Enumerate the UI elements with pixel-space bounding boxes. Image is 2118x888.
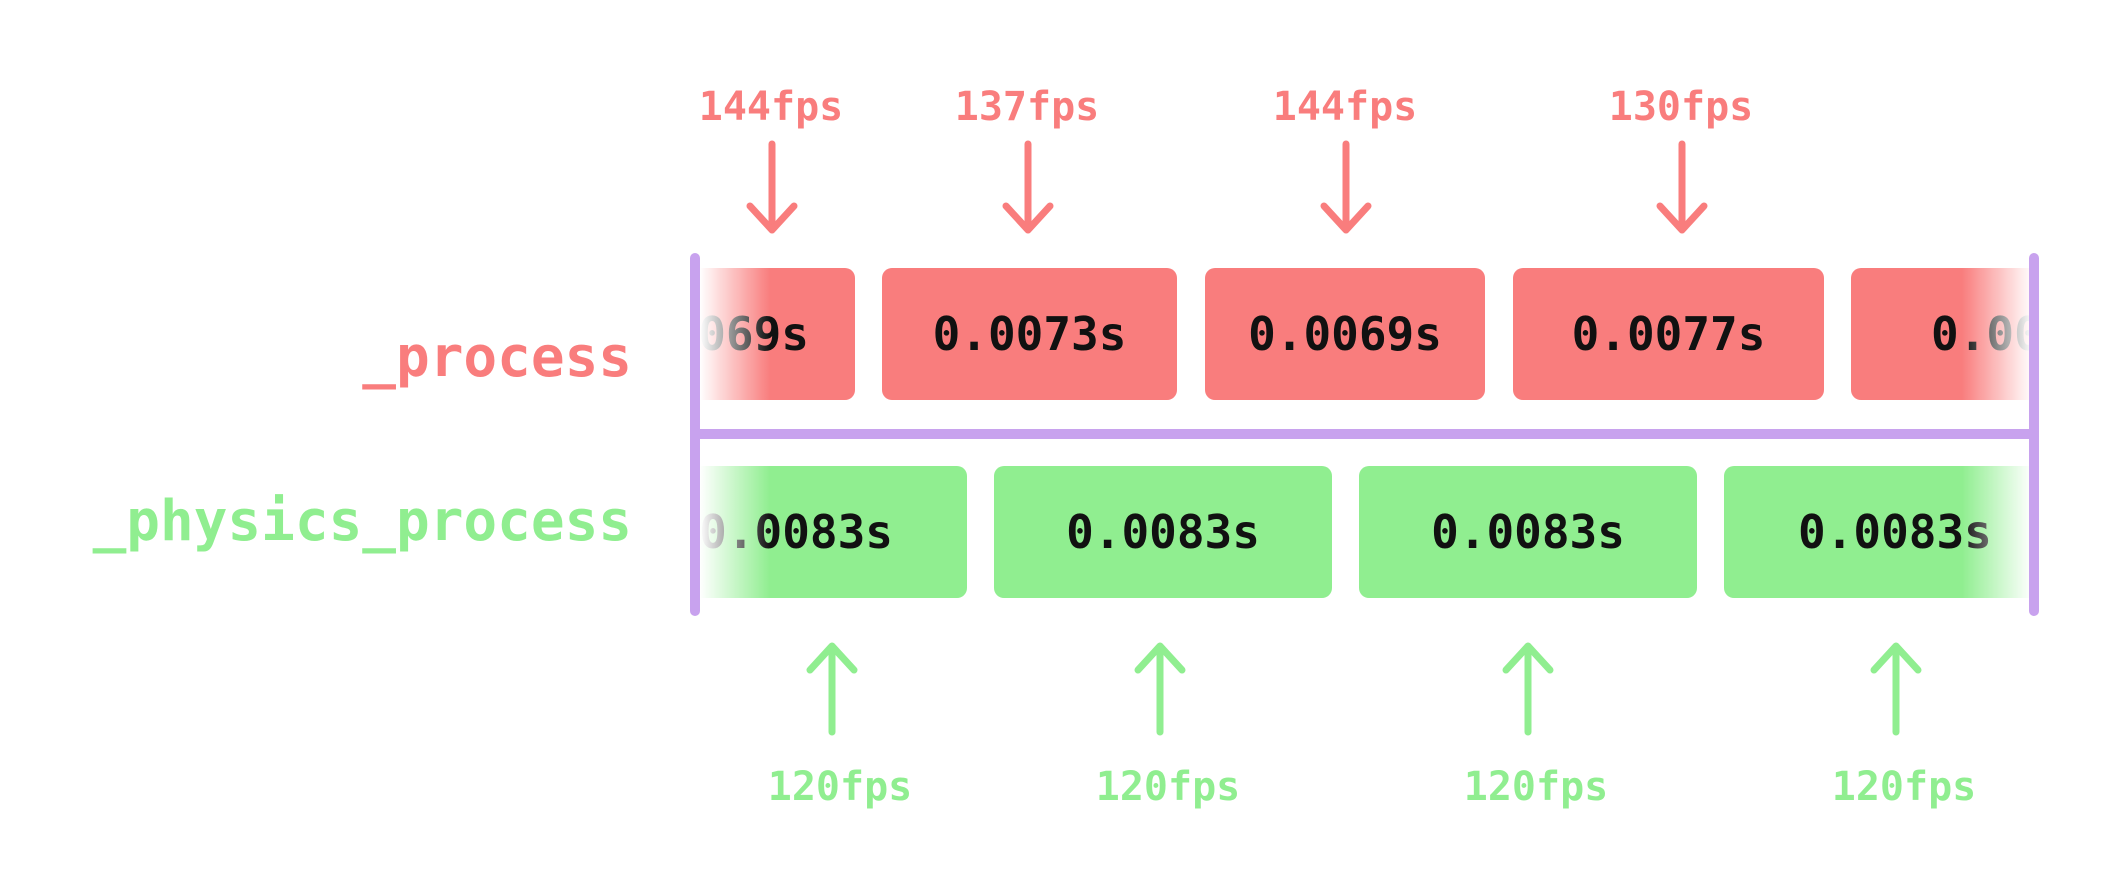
physics-fps-label: 120fps <box>1095 764 1241 810</box>
physics-fps-label: 120fps <box>1831 764 1977 810</box>
physics-row-label: _physics_process <box>92 489 632 554</box>
physics-frame-block: 0.0083s <box>1724 466 2032 598</box>
physics-frame-block: 0.0083s <box>994 466 1332 598</box>
process-frame-duration: 0.0073s <box>932 307 1127 361</box>
physics-track: 0.0083s 0.0083s 0.0083s 0.0083s <box>700 466 2032 598</box>
process-frame-block: 0.0073s <box>882 268 1177 400</box>
process-frame-duration: 0.0077s <box>1571 307 1766 361</box>
physics-frame-block: 0.0083s <box>700 466 967 598</box>
physics-fps-label: 120fps <box>767 764 913 810</box>
down-arrow-icon <box>1320 140 1372 234</box>
physics-fps-label: 120fps <box>1463 764 1609 810</box>
process-fps-label: 130fps <box>1608 84 1754 130</box>
process-fps-label: 137fps <box>954 84 1100 130</box>
process-row-label: _process <box>362 325 632 390</box>
physics-frame-block: 0.0083s <box>1359 466 1697 598</box>
up-arrow-icon <box>806 642 858 736</box>
up-arrow-icon <box>1502 642 1554 736</box>
process-frame-block: 0.00 <box>1851 268 2032 400</box>
up-arrow-icon <box>1870 642 1922 736</box>
down-arrow-icon <box>1002 140 1054 234</box>
process-frame-block: 0.0077s <box>1513 268 1824 400</box>
physics-frame-duration: 0.0083s <box>1066 505 1260 559</box>
process-frame-duration: 0.0069s <box>1248 307 1442 361</box>
process-fps-label: 144fps <box>698 84 844 130</box>
process-frame-duration: 0.00 <box>1931 307 2032 361</box>
process-track: 0.0069s 0.0073s 0.0069s 0.0077s 0.00 <box>700 268 2032 400</box>
process-frame-block: 0.0069s <box>1205 268 1485 400</box>
up-arrow-icon <box>1134 642 1186 736</box>
down-arrow-icon <box>1656 140 1708 234</box>
physics-frame-duration: 0.0083s <box>1798 505 1992 559</box>
process-frame-block: 0.0069s <box>700 268 855 400</box>
physics-frame-duration: 0.0083s <box>1431 505 1625 559</box>
timeline-divider <box>690 429 2039 439</box>
down-arrow-icon <box>746 140 798 234</box>
process-fps-label: 144fps <box>1272 84 1418 130</box>
physics-frame-duration: 0.0083s <box>700 505 893 559</box>
process-frame-duration: 0.0069s <box>700 307 809 361</box>
